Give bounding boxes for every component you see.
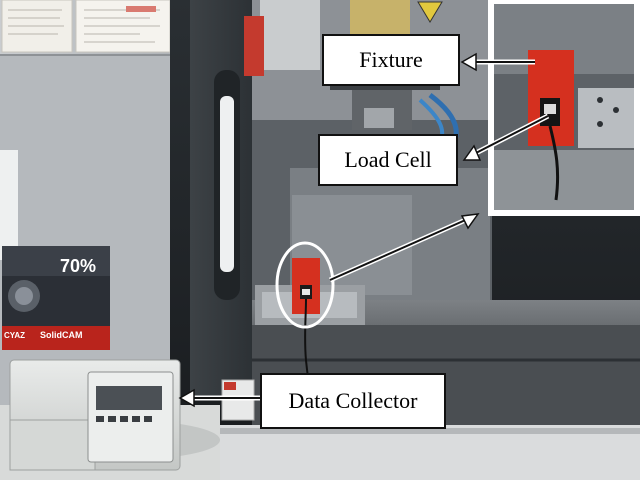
- load-cell-label: Load Cell: [318, 134, 458, 186]
- data-collector-arrowhead: [178, 388, 195, 408]
- floor: [205, 425, 640, 480]
- data-collector-label: Data Collector: [260, 373, 446, 429]
- warning-sticker: [350, 0, 410, 40]
- zoom-arrowhead: [460, 213, 480, 230]
- poster-brand: SolidCAM: [40, 330, 83, 340]
- door-handle: [220, 96, 234, 272]
- highlight-ellipse: [275, 241, 335, 329]
- fixture-arrowhead: [460, 52, 477, 72]
- load-cell-arrowhead: [462, 144, 482, 161]
- load-cell-arrow: [473, 115, 549, 155]
- data-collector-display: [96, 386, 162, 410]
- zoom-connector: [329, 217, 471, 281]
- inset-cable: [548, 125, 560, 201]
- side-sheet: [0, 150, 18, 260]
- poster-percent: 70%: [60, 256, 97, 276]
- fixture-label: Fixture: [322, 34, 460, 86]
- poster-partner: CYAZ: [4, 331, 26, 340]
